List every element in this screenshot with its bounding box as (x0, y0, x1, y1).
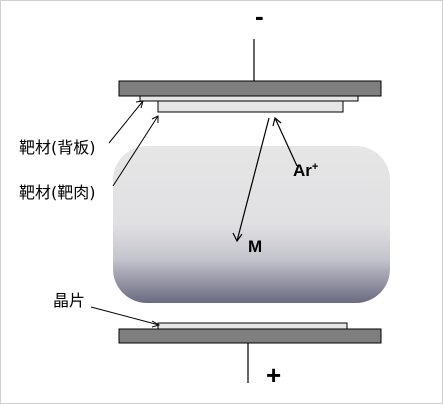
atom-arrow (232, 117, 270, 243)
wafer-label: 晶片 (53, 291, 86, 310)
ion-arrow (272, 116, 298, 167)
argon-ion-text: Ar (293, 161, 312, 180)
anode-polarity-label: + (266, 360, 282, 390)
target-backing-label: 靶材(背板) (19, 138, 96, 157)
argon-ion-charge: + (311, 161, 319, 173)
sputtered-atom-label: M (248, 237, 263, 256)
plasma-region (113, 146, 390, 303)
backing-leader-arrow (108, 100, 144, 144)
target-leader-arrow (112, 115, 159, 187)
wafer (157, 322, 348, 330)
target-material (157, 100, 344, 113)
wafer-leader-arrow (90, 306, 161, 328)
target-backing (139, 95, 359, 102)
top-electrode (118, 80, 382, 97)
argon-ion-label: Ar+ (293, 161, 318, 181)
cathode-polarity-label: - (255, 1, 264, 31)
bottom-electrode (118, 328, 382, 344)
target-material-label: 靶材(靶肉) (19, 183, 96, 202)
